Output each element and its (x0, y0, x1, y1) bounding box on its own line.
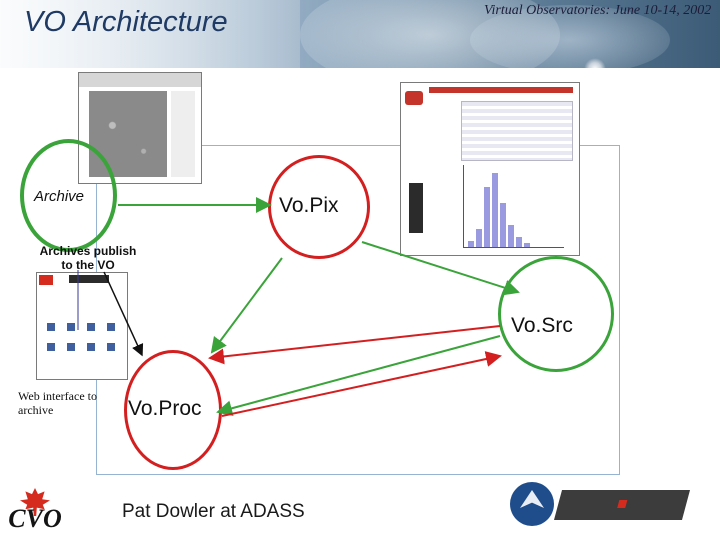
archive-label: Archive (34, 188, 85, 205)
cvo-small-logo (405, 91, 423, 105)
menu-icon (107, 343, 115, 351)
histogram-bar (492, 173, 498, 247)
histogram-bar (516, 237, 522, 247)
voproc-label: Vo.Proc (128, 397, 202, 420)
histogram (463, 165, 564, 248)
menu-icon (67, 343, 75, 351)
histogram-bar (500, 203, 506, 247)
menu-icon (47, 323, 55, 331)
menu-icon (107, 323, 115, 331)
canada-flag-icon (39, 275, 53, 285)
vosrc-circle (498, 256, 614, 372)
histogram-bar (508, 225, 514, 247)
csa-asc-logo-icon (510, 482, 554, 526)
publish-label: Archives publish to the VO (39, 244, 137, 272)
menu-icon (87, 323, 95, 331)
nrc-vertical-logo (409, 183, 423, 233)
page-title: VO Architecture (24, 6, 228, 38)
header-banner (0, 0, 720, 68)
vopix-label: Vo.Pix (279, 194, 339, 217)
presenter-credit: Pat Dowler at ADASS (122, 501, 305, 522)
vosrc-label: Vo.Src (511, 314, 573, 337)
cvo-logo-text: CVO (8, 504, 62, 533)
nrc-cnrc-logo-icon (553, 490, 691, 520)
histogram-bar (476, 229, 482, 247)
nrc-homepage-screenshot (36, 272, 128, 380)
menu-icon (47, 343, 55, 351)
event-info: Virtual Observatories: June 10-14, 2002 (484, 3, 712, 18)
page-header-bar (429, 87, 573, 93)
histogram-bar (484, 187, 490, 247)
cloud-backdrop (470, 5, 670, 68)
nrc-header-bar (69, 275, 109, 283)
lens-flare (584, 58, 606, 80)
web-interface-label: Web interface to archive (18, 389, 97, 417)
menu-icon (87, 343, 95, 351)
browser-toolbar (79, 73, 201, 87)
results-table (461, 101, 573, 161)
histogram-bar (524, 243, 530, 247)
histogram-bar (468, 241, 474, 247)
earth-backdrop (0, 0, 300, 68)
vopix-screenshot (400, 82, 580, 256)
sidebar-panel (171, 91, 195, 177)
archive-circle (20, 139, 117, 252)
cvo-logo: CVO (4, 488, 66, 533)
menu-icon (67, 323, 75, 331)
